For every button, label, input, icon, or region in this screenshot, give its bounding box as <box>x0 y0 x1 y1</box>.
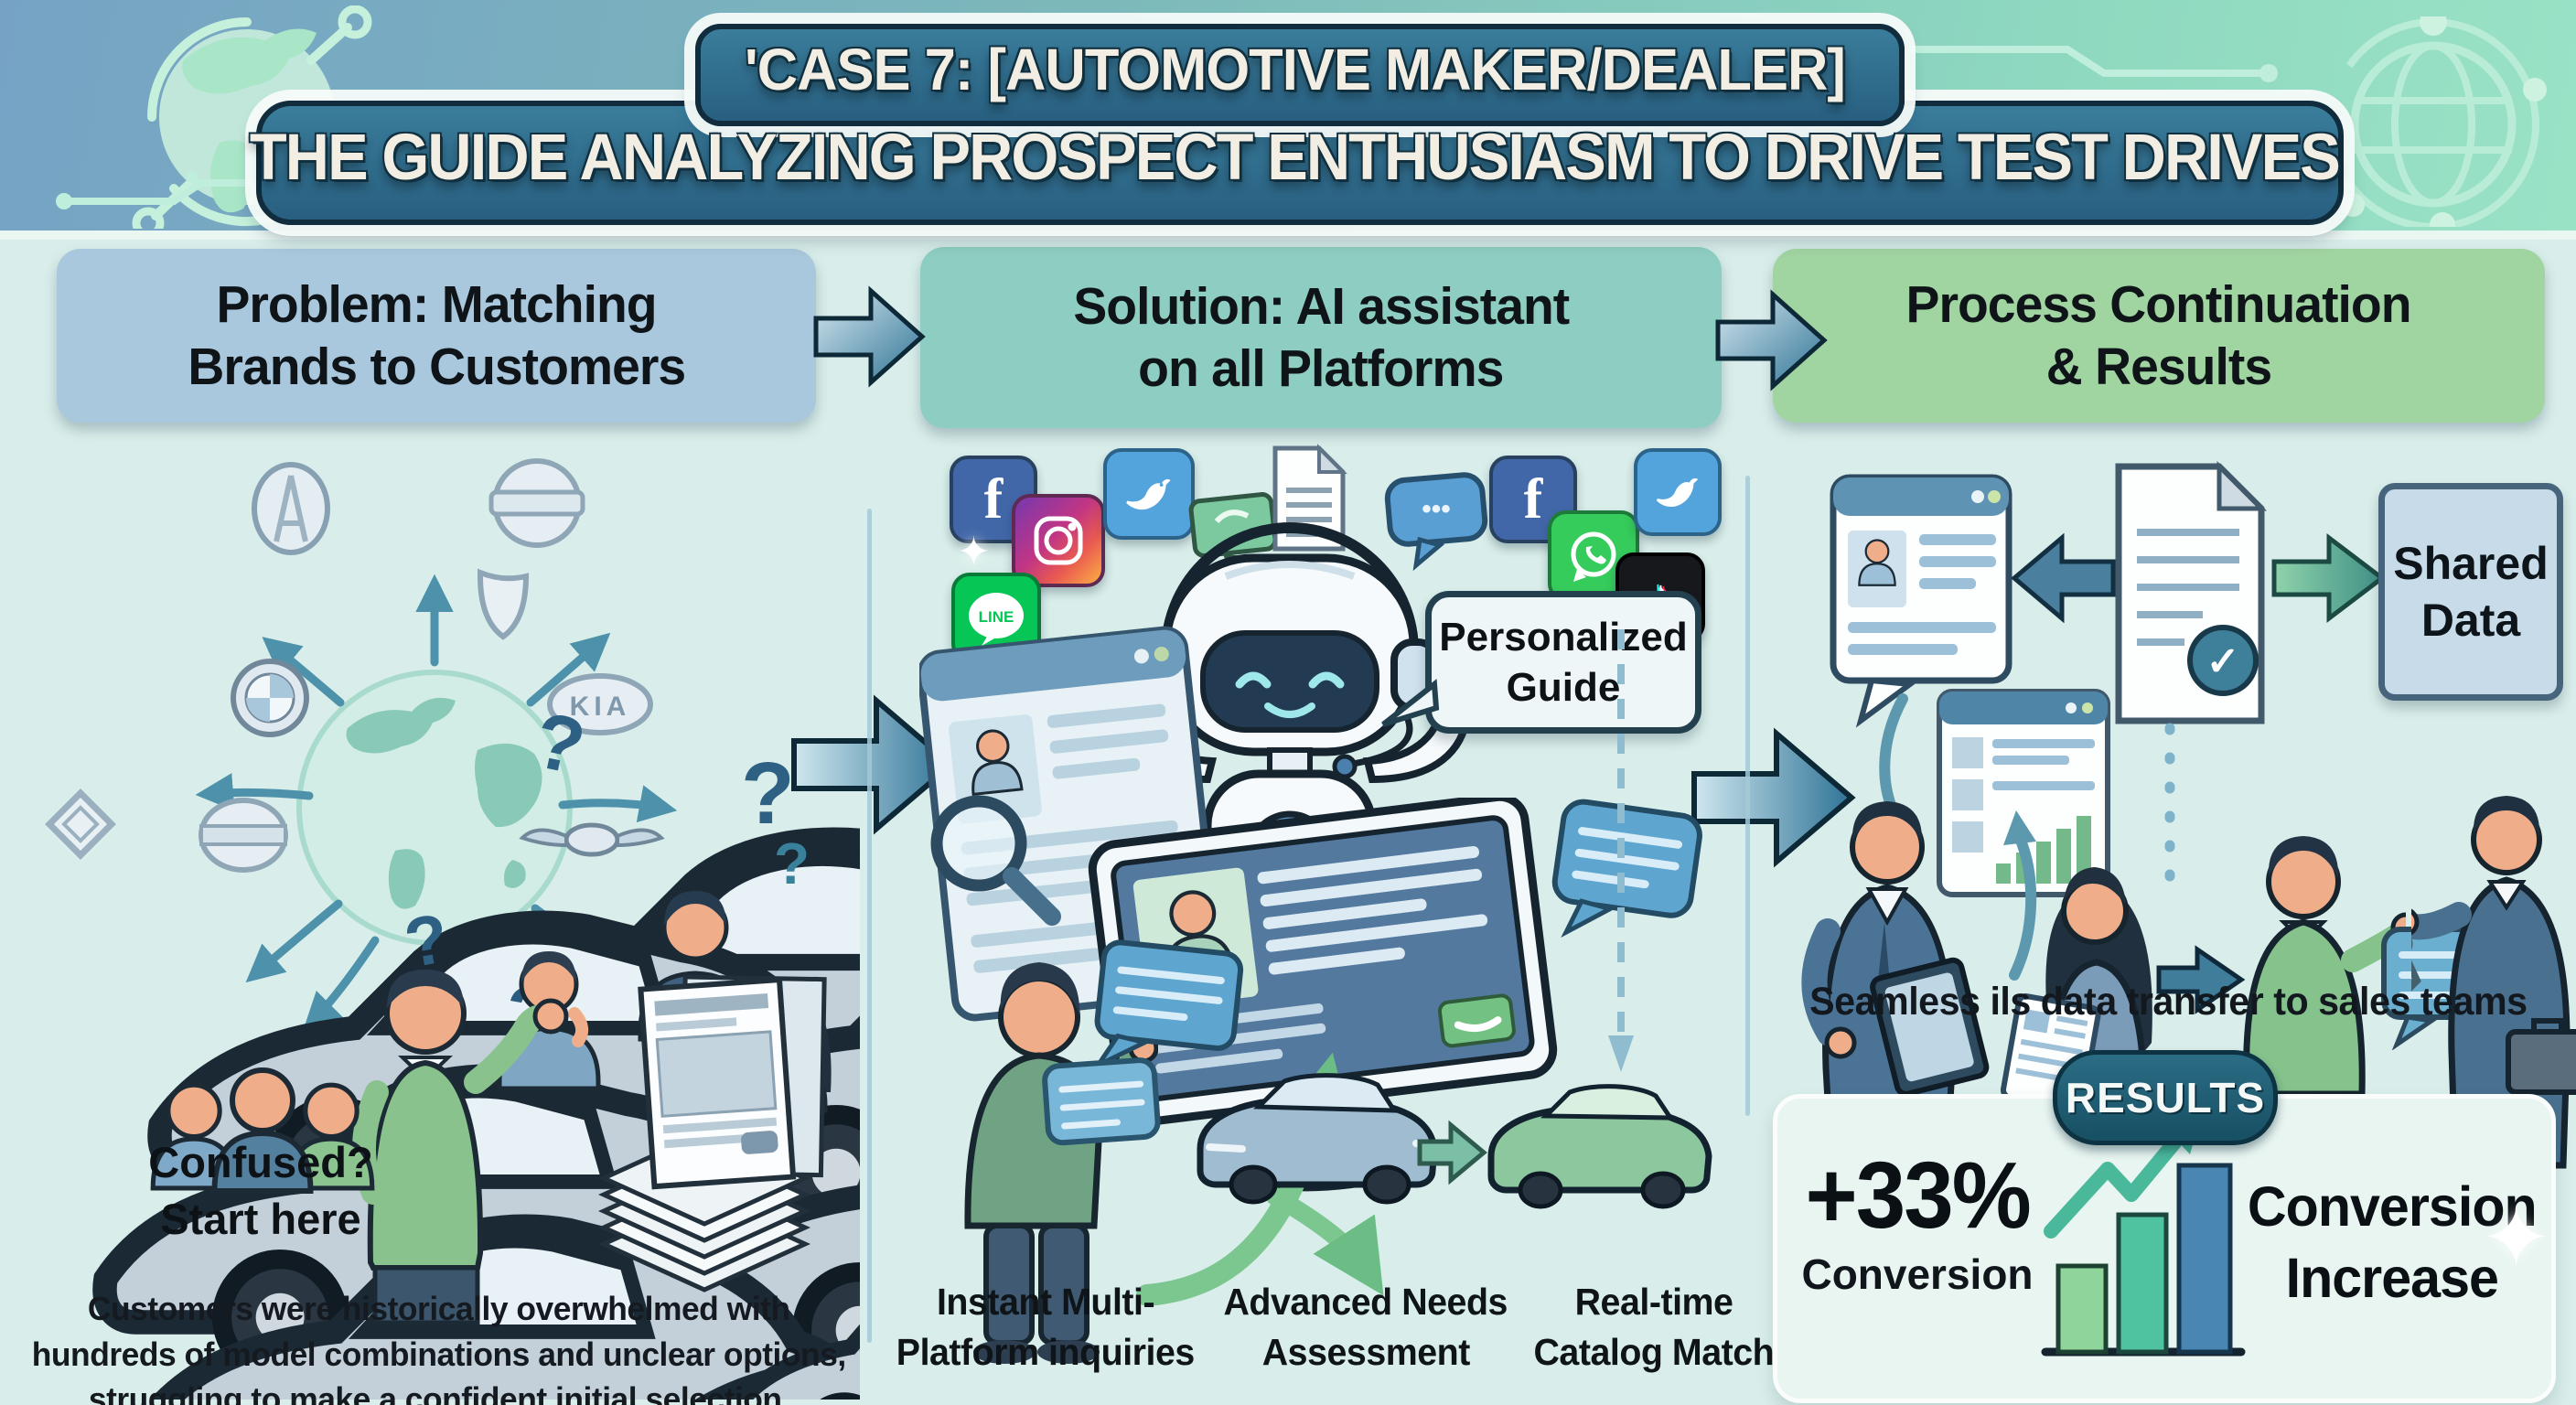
dashed-flow-line <box>1608 629 1634 1072</box>
problem-description-line3: struggling to make a confident initial s… <box>88 1380 790 1405</box>
conversion-increase-label: Conversion Increase <box>2248 1175 2538 1310</box>
svg-text:?: ? <box>774 831 810 896</box>
bar-2 <box>2116 1212 2169 1355</box>
caption-instant-inquiries: Instant Multi- Platform inquiries <box>896 1281 1195 1373</box>
customer-gesturing <box>351 970 569 1325</box>
solution-header-line2: on all Platforms <box>1138 339 1504 398</box>
divider-right <box>1745 476 1750 1116</box>
problem-column-header: Problem: Matching Brands to Customers <box>57 249 816 423</box>
arrow-car-match-icon <box>1417 1120 1487 1185</box>
car-keys-icon <box>2411 938 2421 992</box>
personalized-guide-line2: Guide <box>1506 665 1621 710</box>
matched-car-icon <box>1487 1084 1712 1209</box>
assessed-car-icon <box>1197 1073 1438 1205</box>
conversion-stat: +33% Conversion <box>1780 1142 2055 1299</box>
problem-description-line1: Customers were historically overwhelmed … <box>88 1290 790 1327</box>
results-header-line1: Process Continuation <box>1905 274 2412 334</box>
divider-left <box>867 509 872 1343</box>
dotted-link-line <box>2164 723 2175 896</box>
arrow-handoff-icon <box>2156 945 2246 1014</box>
salesperson-woman-figure <box>2000 867 2152 1180</box>
chat-bubble-right <box>1551 799 1702 938</box>
solution-column-header: Solution: AI assistant on all Platforms <box>920 247 1722 428</box>
problem-header-line2: Brands to Customers <box>188 338 686 396</box>
arrow-mid-left-icon <box>791 694 956 835</box>
problem-description-line2: hundreds of model combinations and uncle… <box>32 1335 846 1373</box>
shared-data-box: Shared Data <box>2378 483 2563 701</box>
results-badge: RESULTS <box>2053 1050 2278 1145</box>
lead-profile-card <box>1830 474 2012 728</box>
confused-label: Confused? Start here <box>55 1134 467 1248</box>
page-title-line1: 'CASE 7: [AUTOMOTIVE MAKER/DEALER] <box>744 37 1846 102</box>
title-banner-line1-box <box>695 24 1905 126</box>
brochure-stack-icon <box>597 974 860 1400</box>
caption-catalog-match: Real-time Catalog Match <box>1533 1281 1775 1373</box>
stat-value: +33% <box>1805 1142 2031 1248</box>
kia-badge-icon: KIA <box>547 673 653 735</box>
inquiry-chat-bubbles <box>1042 939 1244 1146</box>
title-line2-wrap: THE GUIDE ANALYZING PROSPECT ENTHUSIASM … <box>250 101 2341 214</box>
arrow-problem-to-solution-icon <box>813 285 926 388</box>
facebook-icon-2: f <box>1489 456 1577 543</box>
personalized-guide-bubble: Personalized Guide <box>1425 591 1701 734</box>
twitter-icon <box>1103 448 1195 540</box>
shared-data-line2: Data <box>2420 595 2521 646</box>
messenger-chat-icon: ••• <box>1383 470 1495 577</box>
problem-description: Customers were historically overwhelmed … <box>18 1286 860 1405</box>
results-header-line2: & Results <box>2045 338 2272 396</box>
analytics-browser-card <box>1937 689 2110 897</box>
svg-text:?: ? <box>741 745 795 842</box>
sparkle-icon: ✦ <box>957 530 991 574</box>
arrow-right-share-icon <box>2271 532 2387 624</box>
title-line1-wrap: 'CASE 7: [AUTOMOTIVE MAKER/DEALER] <box>695 24 1894 115</box>
page-title-line2: THE GUIDE ANALYZING PROSPECT ENTHUSIASM … <box>250 121 2341 194</box>
svg-text:KIA: KIA <box>570 692 631 722</box>
magnifier-icon <box>930 795 1061 926</box>
globe-right-icon <box>2327 16 2547 227</box>
bar-1 <box>2055 1263 2109 1355</box>
svg-text:?: ? <box>527 696 592 792</box>
shared-document-icon: ✓ <box>2115 460 2268 724</box>
svg-text:LINE: LINE <box>979 608 1014 626</box>
trend-arrow <box>2044 1134 2183 1239</box>
personalized-guide-line1: Personalized <box>1439 615 1688 660</box>
arrow-solution-to-results-icon <box>1715 289 1828 391</box>
results-bar-chart <box>2041 1116 2246 1357</box>
confused-line2: Start here <box>160 1195 361 1244</box>
caption-needs-assessment: Advanced Needs Assessment <box>1223 1281 1508 1373</box>
renault-badge-icon <box>45 788 116 860</box>
header-band-edge <box>0 231 2576 240</box>
transfer-caption: Seamless ils data transfer to sales team… <box>1809 981 2528 1024</box>
stat-label: Conversion <box>1801 1250 2034 1298</box>
arrow-left-share-icon <box>2011 532 2116 624</box>
results-column-header: Process Continuation & Results <box>1773 249 2545 423</box>
twitter-icon-2 <box>1634 448 1722 536</box>
bmw-badge-icon <box>231 659 309 737</box>
globe-center-icon <box>296 670 573 946</box>
solution-header-line1: Solution: AI assistant <box>1073 276 1570 336</box>
sparkle-icon-2: ✦ <box>2481 1192 2552 1285</box>
arrow-mid-right-icon <box>1691 727 1856 868</box>
transfer-caption-wrap: Seamless ils data transfer to sales team… <box>1766 975 2571 1030</box>
confused-line1: Confused? <box>148 1138 373 1186</box>
bubble-tail <box>1381 679 1440 727</box>
problem-scene: KIA ? ? ? ? ? <box>45 458 860 1400</box>
acura-badge-icon <box>252 462 330 555</box>
instagram-icon <box>1012 494 1105 587</box>
check-icon: ✓ <box>2206 639 2240 684</box>
bar-3 <box>2176 1163 2233 1355</box>
genesis-wings-icon <box>519 822 665 857</box>
oval-badge-icon <box>199 798 288 873</box>
shield-badge-icon <box>478 568 530 640</box>
briefcase-icon <box>2506 1018 2576 1095</box>
problem-header-line1: Problem: Matching <box>216 274 657 334</box>
shared-data-line1: Shared <box>2393 537 2549 589</box>
nissan-badge-icon <box>488 458 585 548</box>
arrow-up-loop-icon <box>2003 810 2037 981</box>
svg-text:•••: ••• <box>1422 494 1451 524</box>
